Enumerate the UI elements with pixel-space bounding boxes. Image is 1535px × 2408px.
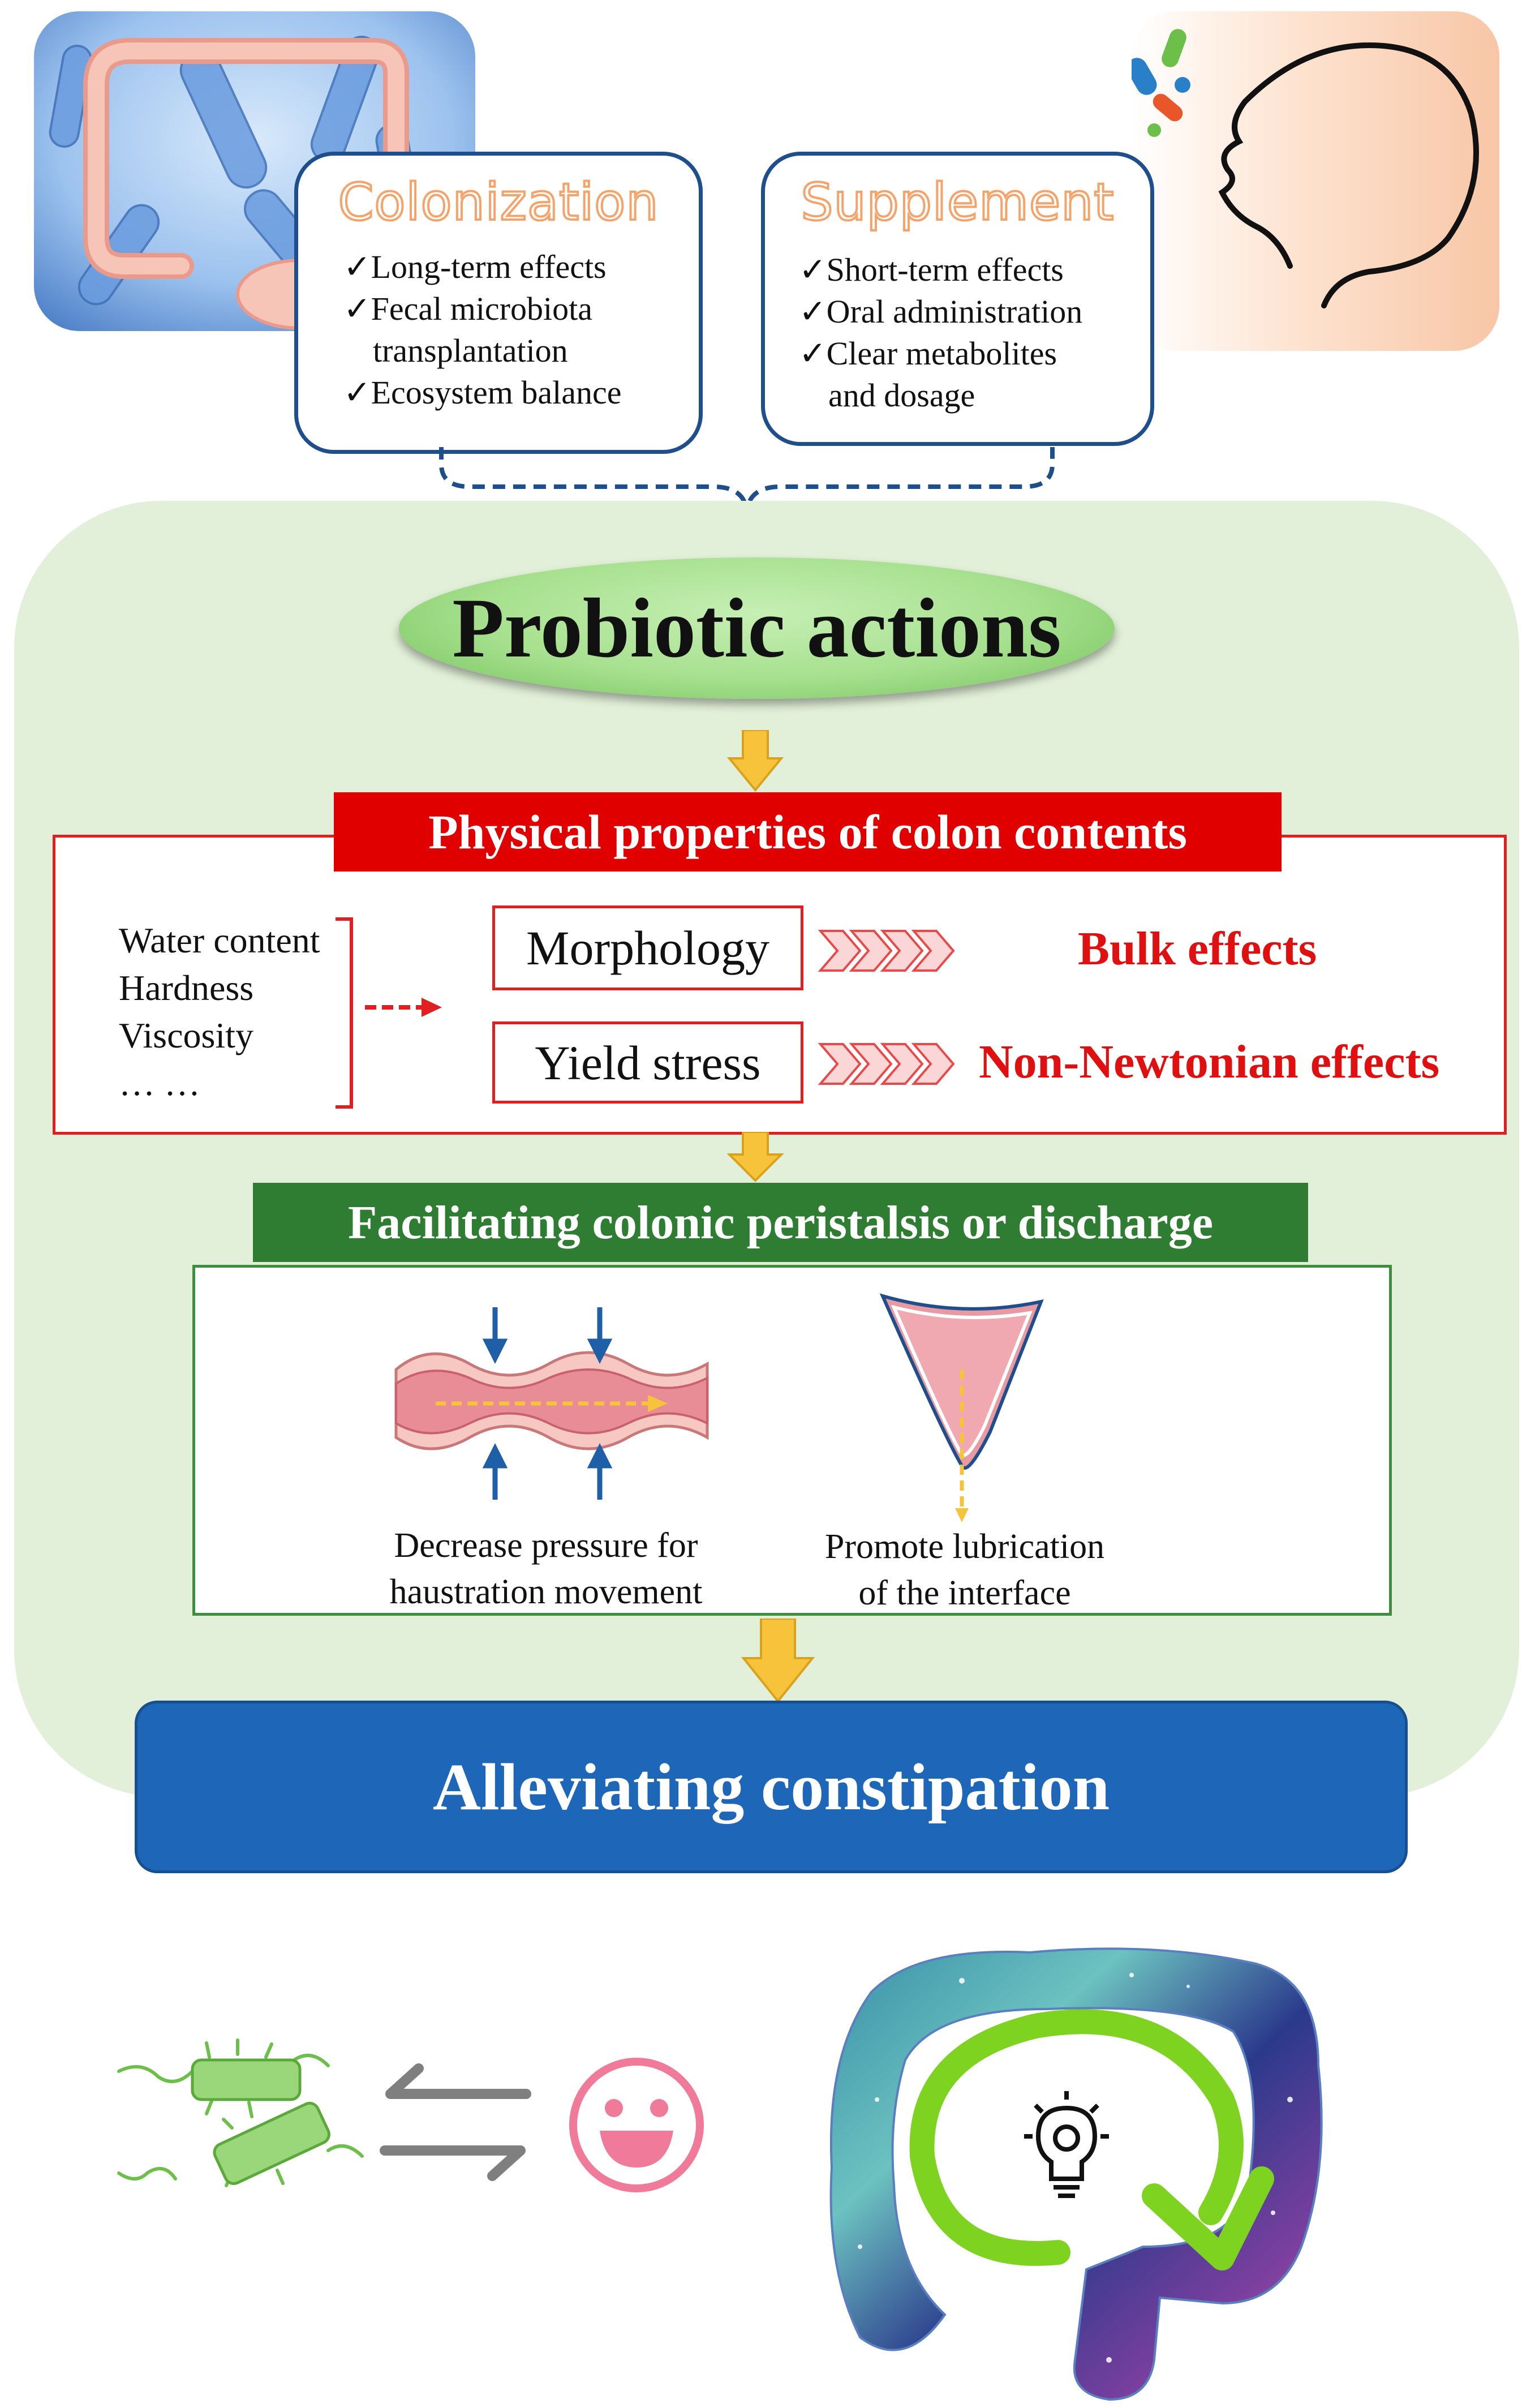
supplement-list: ✓Short-term effects ✓Oral administration…: [799, 249, 1082, 417]
list-item: ✓Long-term effects: [343, 248, 607, 285]
list-item: ✓Ecosystem balance: [343, 374, 622, 411]
smiley-face-icon: [569, 2058, 704, 2192]
lubrication-illustration: [879, 1293, 1044, 1522]
down-arrow-icon: [727, 1132, 784, 1182]
caption-line: Decrease pressure for: [394, 1526, 698, 1565]
haustration-illustration: [394, 1307, 709, 1500]
lubrication-caption: Promote lubrication of the interface: [781, 1523, 1149, 1616]
chevron-arrows-icon: [818, 1043, 955, 1085]
list-item: … …: [119, 1063, 200, 1103]
list-item: and dosage: [828, 377, 975, 414]
list-item: Water content: [119, 920, 320, 960]
colonization-title: Colonization: [337, 171, 660, 233]
bacteria-icon: [117, 2038, 364, 2187]
non-newtonian-effects-label: Non-Newtonian effects: [979, 1036, 1440, 1088]
exchange-arrows-icon: [380, 2063, 531, 2181]
caption-line: Promote lubrication: [824, 1527, 1105, 1566]
list-item: Hardness: [119, 968, 254, 1008]
probiotic-actions-ellipse: Probiotic actions: [399, 557, 1115, 699]
list-item: ✓Fecal microbiota: [343, 290, 592, 327]
down-arrow-icon: [727, 730, 784, 792]
list-item: ✓Short-term effects: [799, 251, 1064, 288]
supplement-title: Supplement: [799, 171, 1115, 233]
lightbulb-icon: [1024, 2091, 1109, 2198]
list-item: transplantation: [373, 332, 568, 369]
yield-stress-box: Yield stress: [492, 1021, 803, 1104]
alleviating-constipation-title: Alleviating constipation: [432, 1749, 1110, 1824]
caption-line: of the interface: [858, 1574, 1071, 1612]
facilitating-banner: Facilitating colonic peristalsis or disc…: [253, 1183, 1308, 1262]
caption-line: haustration movement: [389, 1573, 703, 1611]
bulk-effects-label: Bulk effects: [1078, 922, 1317, 975]
physical-properties-banner: Physical properties of colon contents: [334, 792, 1282, 872]
physical-factors-list: Water content Hardness Viscosity … …: [119, 917, 320, 1107]
chevron-arrows-icon: [818, 930, 955, 972]
haustration-caption: Decrease pressure for haustration moveme…: [351, 1522, 741, 1615]
list-item: Viscosity: [119, 1015, 253, 1055]
probiotic-actions-title: Probiotic actions: [452, 581, 1061, 675]
colonization-list: ✓Long-term effects ✓Fecal microbiota tra…: [343, 246, 621, 414]
list-item: ✓Oral administration: [799, 293, 1083, 330]
supplement-box: Supplement ✓Short-term effects ✓Oral adm…: [761, 152, 1154, 446]
morphology-box: Morphology: [492, 905, 803, 990]
facilitating-box: [192, 1265, 1392, 1616]
list-item: ✓Clear metabolites: [799, 335, 1057, 372]
oral-intake-image: [1132, 11, 1499, 351]
factors-bracket: [336, 917, 353, 1109]
colon-cycle-illustration: [829, 1947, 1323, 2401]
colonization-box: Colonization ✓Long-term effects ✓Fecal m…: [294, 152, 703, 454]
down-arrow-icon: [741, 1619, 815, 1703]
dashed-arrow-icon: [365, 998, 442, 1017]
alleviating-constipation-banner: Alleviating constipation: [135, 1701, 1408, 1873]
